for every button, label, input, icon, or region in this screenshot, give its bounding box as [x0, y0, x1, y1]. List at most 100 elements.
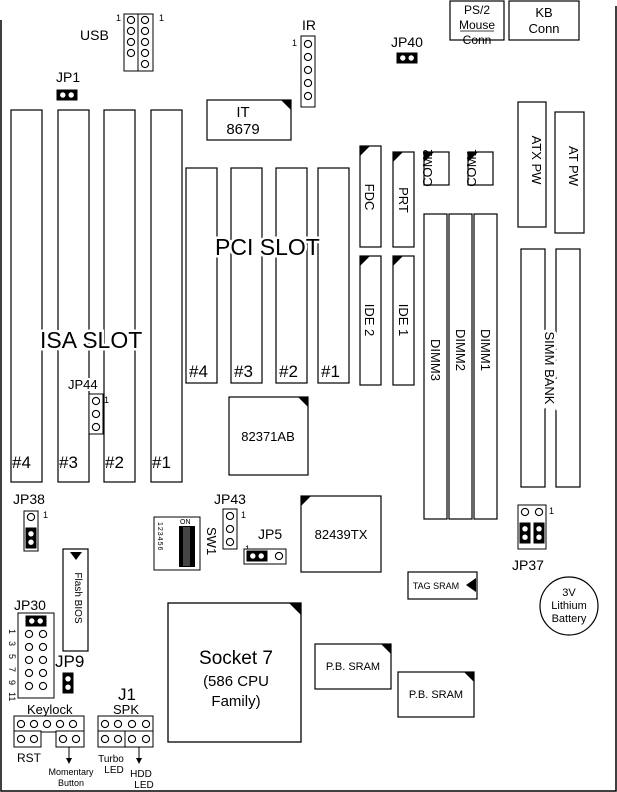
it8679-chip: IT 8679	[206, 99, 292, 141]
fdc-label: FDC	[362, 184, 377, 211]
jp43-header	[222, 508, 238, 550]
chip-82371ab-label: 82371AB	[241, 429, 295, 444]
atx-pw-label: ATX PW	[529, 136, 544, 186]
jp30-pin-5: 5	[7, 654, 17, 659]
ide1-connector: IDE 1	[392, 255, 415, 386]
jp40-label: JP40	[391, 34, 423, 50]
ir-header	[300, 35, 316, 108]
isa-slot-number-3: #3	[59, 453, 78, 472]
jp9-jumper	[62, 672, 74, 694]
isa-slot-number-1: #1	[152, 453, 171, 472]
jp44-header	[88, 393, 104, 435]
jp38-label: JP38	[13, 491, 45, 507]
atx-power-connector: ATX PW	[517, 101, 547, 228]
jp37-pin1-label: 1	[549, 506, 554, 516]
simm-bank-label: SIMM BANK	[542, 332, 557, 405]
momentary-label-1: Momentary	[48, 767, 94, 777]
jp37-header	[517, 504, 547, 550]
battery-line2: Lithium	[551, 600, 586, 612]
jp5-header	[243, 548, 287, 565]
jp30-header	[17, 612, 55, 699]
fdc-connector: FDC	[359, 145, 382, 248]
pci-slot-number-2: #2	[279, 362, 298, 381]
jp44-pin1-label: 1	[104, 395, 109, 405]
pb-sram-1-label: P.B. SRAM	[326, 661, 380, 673]
jp30-pin-7: 7	[7, 667, 17, 672]
spk-label: SPK	[113, 702, 139, 717]
pb-sram-2-label: P.B. SRAM	[409, 689, 463, 701]
isa-slot-number-4: #4	[12, 453, 31, 472]
jp30-pin-3: 3	[7, 641, 17, 646]
pci-slots	[185, 167, 350, 384]
sw1-on-label: ON	[180, 519, 191, 526]
at-power-connector: AT PW	[554, 111, 585, 234]
turbo-led-label-2: LED	[104, 765, 123, 776]
j1-label: J1	[118, 685, 136, 704]
prt-connector: PRT	[392, 151, 415, 248]
ir-label: IR	[302, 17, 316, 33]
simm-bank: SIMM BANK	[520, 248, 581, 488]
chip-82439tx-label: 82439TX	[315, 527, 368, 542]
it-line2: 8679	[226, 121, 259, 138]
socket-line2: (586 CPU	[203, 673, 269, 690]
pci-slot-number-3: #3	[234, 362, 253, 381]
pci-slot-title: PCI SLOT	[215, 234, 320, 260]
com1-connector: COM1	[464, 149, 494, 187]
jp1-jumper	[56, 89, 78, 101]
ide2-label: IDE 2	[362, 304, 377, 337]
jp5-label: JP5	[258, 526, 282, 542]
hdd-led-label-2: LED	[134, 780, 153, 791]
jp30-pin-1: 1	[7, 629, 17, 634]
ide2-connector: IDE 2	[359, 255, 382, 386]
dimm1-label: DIMM1	[478, 329, 493, 371]
at-pw-label: AT PW	[566, 146, 581, 187]
sw1-label: SW1	[204, 527, 219, 555]
com1-label: COM1	[464, 149, 479, 187]
flash-bios-chip: Flash BIOS	[62, 548, 89, 652]
dimm-slots: DIMM3 DIMM2 DIMM1	[423, 213, 498, 520]
usb-pin1-label-left: 1	[116, 13, 121, 23]
ps2-line2: Mouse	[459, 18, 495, 32]
ps2-line1: PS/2	[464, 3, 490, 17]
ide1-label: IDE 1	[396, 304, 411, 337]
chip-82439tx: 82439TX	[300, 495, 382, 573]
usb-header	[123, 13, 154, 72]
jp9-label: JP9	[55, 652, 84, 671]
com2-connector: COM2	[420, 149, 450, 187]
cpu-socket-7: Socket 7 (586 CPU Family)	[167, 602, 302, 743]
tag-sram-label: TAG SRAM	[413, 581, 459, 591]
keylock-rst-connector	[13, 715, 85, 764]
pci-slot-number-4: #4	[189, 362, 208, 381]
sw1-switch-numbers: 123456	[156, 522, 163, 551]
ps2-mouse-connector: PS/2 Mouse Conn	[449, 0, 505, 47]
it-line1: IT	[236, 104, 249, 121]
battery-line1: 3V	[562, 587, 576, 599]
jp30-pin-9: 9	[7, 680, 17, 685]
jp38-header	[23, 510, 39, 552]
ps2-line3: Conn	[463, 33, 492, 47]
chip-82371ab: 82371AB	[228, 396, 309, 476]
board-outline	[0, 6, 617, 792]
pb-sram-chip-2: P.B. SRAM	[397, 671, 475, 718]
jp37-label: JP37	[512, 557, 544, 573]
com2-label: COM2	[420, 149, 435, 187]
jp38-pin1-label: 1	[43, 510, 48, 520]
jp43-label: JP43	[214, 491, 246, 507]
pb-sram-chip-1: P.B. SRAM	[314, 643, 392, 690]
jp40-jumper	[396, 52, 418, 64]
isa-slot-number-2: #2	[105, 453, 124, 472]
ir-pin1-label: 1	[292, 38, 297, 48]
jp44-label: JP44	[68, 377, 98, 392]
hdd-led-label-1: HDD	[130, 769, 152, 780]
socket-line3: Family)	[211, 693, 260, 710]
keylock-label: Keylock	[27, 702, 73, 717]
jp1-label: JP1	[56, 69, 80, 85]
flash-bios-label: Flash BIOS	[72, 572, 83, 623]
dimm3-label: DIMM3	[428, 339, 443, 381]
kb-line1: KB	[535, 5, 552, 20]
usb-pin1-label-right: 1	[159, 13, 164, 23]
battery-line3: Battery	[552, 613, 587, 625]
dimm2-label: DIMM2	[453, 329, 468, 371]
spk-turbo-hdd-connector	[97, 715, 154, 764]
turbo-led-label-1: Turbo	[98, 754, 124, 765]
